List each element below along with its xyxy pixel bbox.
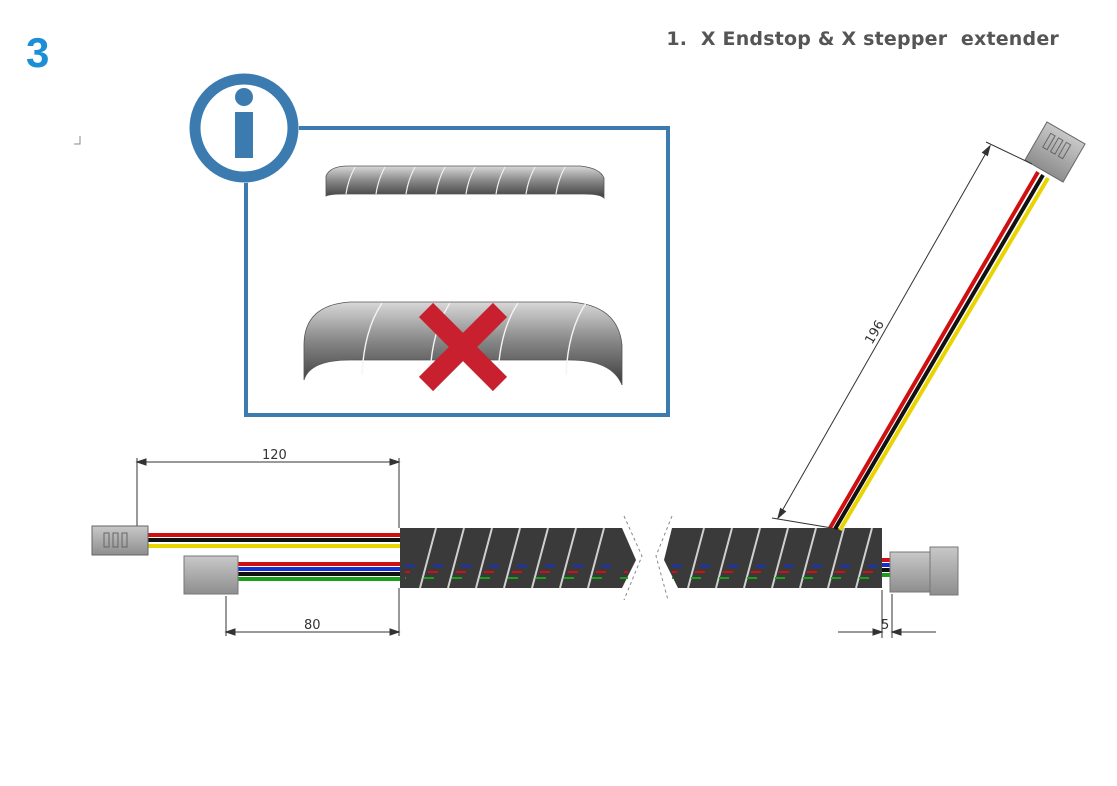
step-title: 1. X Endstop & X stepper extender xyxy=(666,28,1059,50)
step-number: 3 xyxy=(26,29,50,76)
dimension-120 xyxy=(135,458,401,528)
endstop-connector xyxy=(91,525,149,556)
stepper-connector-left xyxy=(183,555,239,595)
info-box xyxy=(189,73,670,417)
right-wires xyxy=(882,558,892,577)
endstop-connector-diagonal xyxy=(1024,121,1086,183)
diagonal-wires xyxy=(828,170,1050,532)
dimension-5-label: 5 xyxy=(881,618,889,633)
stepper-connector-right xyxy=(889,546,959,596)
left-wires xyxy=(148,533,400,581)
info-frame xyxy=(244,126,670,417)
thin-spiral-wrap xyxy=(325,165,605,199)
red-cross-icon xyxy=(418,302,508,392)
spiral-sleeve-right xyxy=(655,515,882,601)
info-icon xyxy=(189,73,299,183)
dimension-80 xyxy=(224,588,401,636)
dimension-196 xyxy=(771,141,1033,529)
dimension-80-label: 80 xyxy=(304,618,321,633)
spiral-sleeve-left xyxy=(400,515,643,601)
crop-mark xyxy=(74,136,81,145)
dimension-5 xyxy=(838,590,936,638)
dimension-120-label: 120 xyxy=(262,448,287,463)
